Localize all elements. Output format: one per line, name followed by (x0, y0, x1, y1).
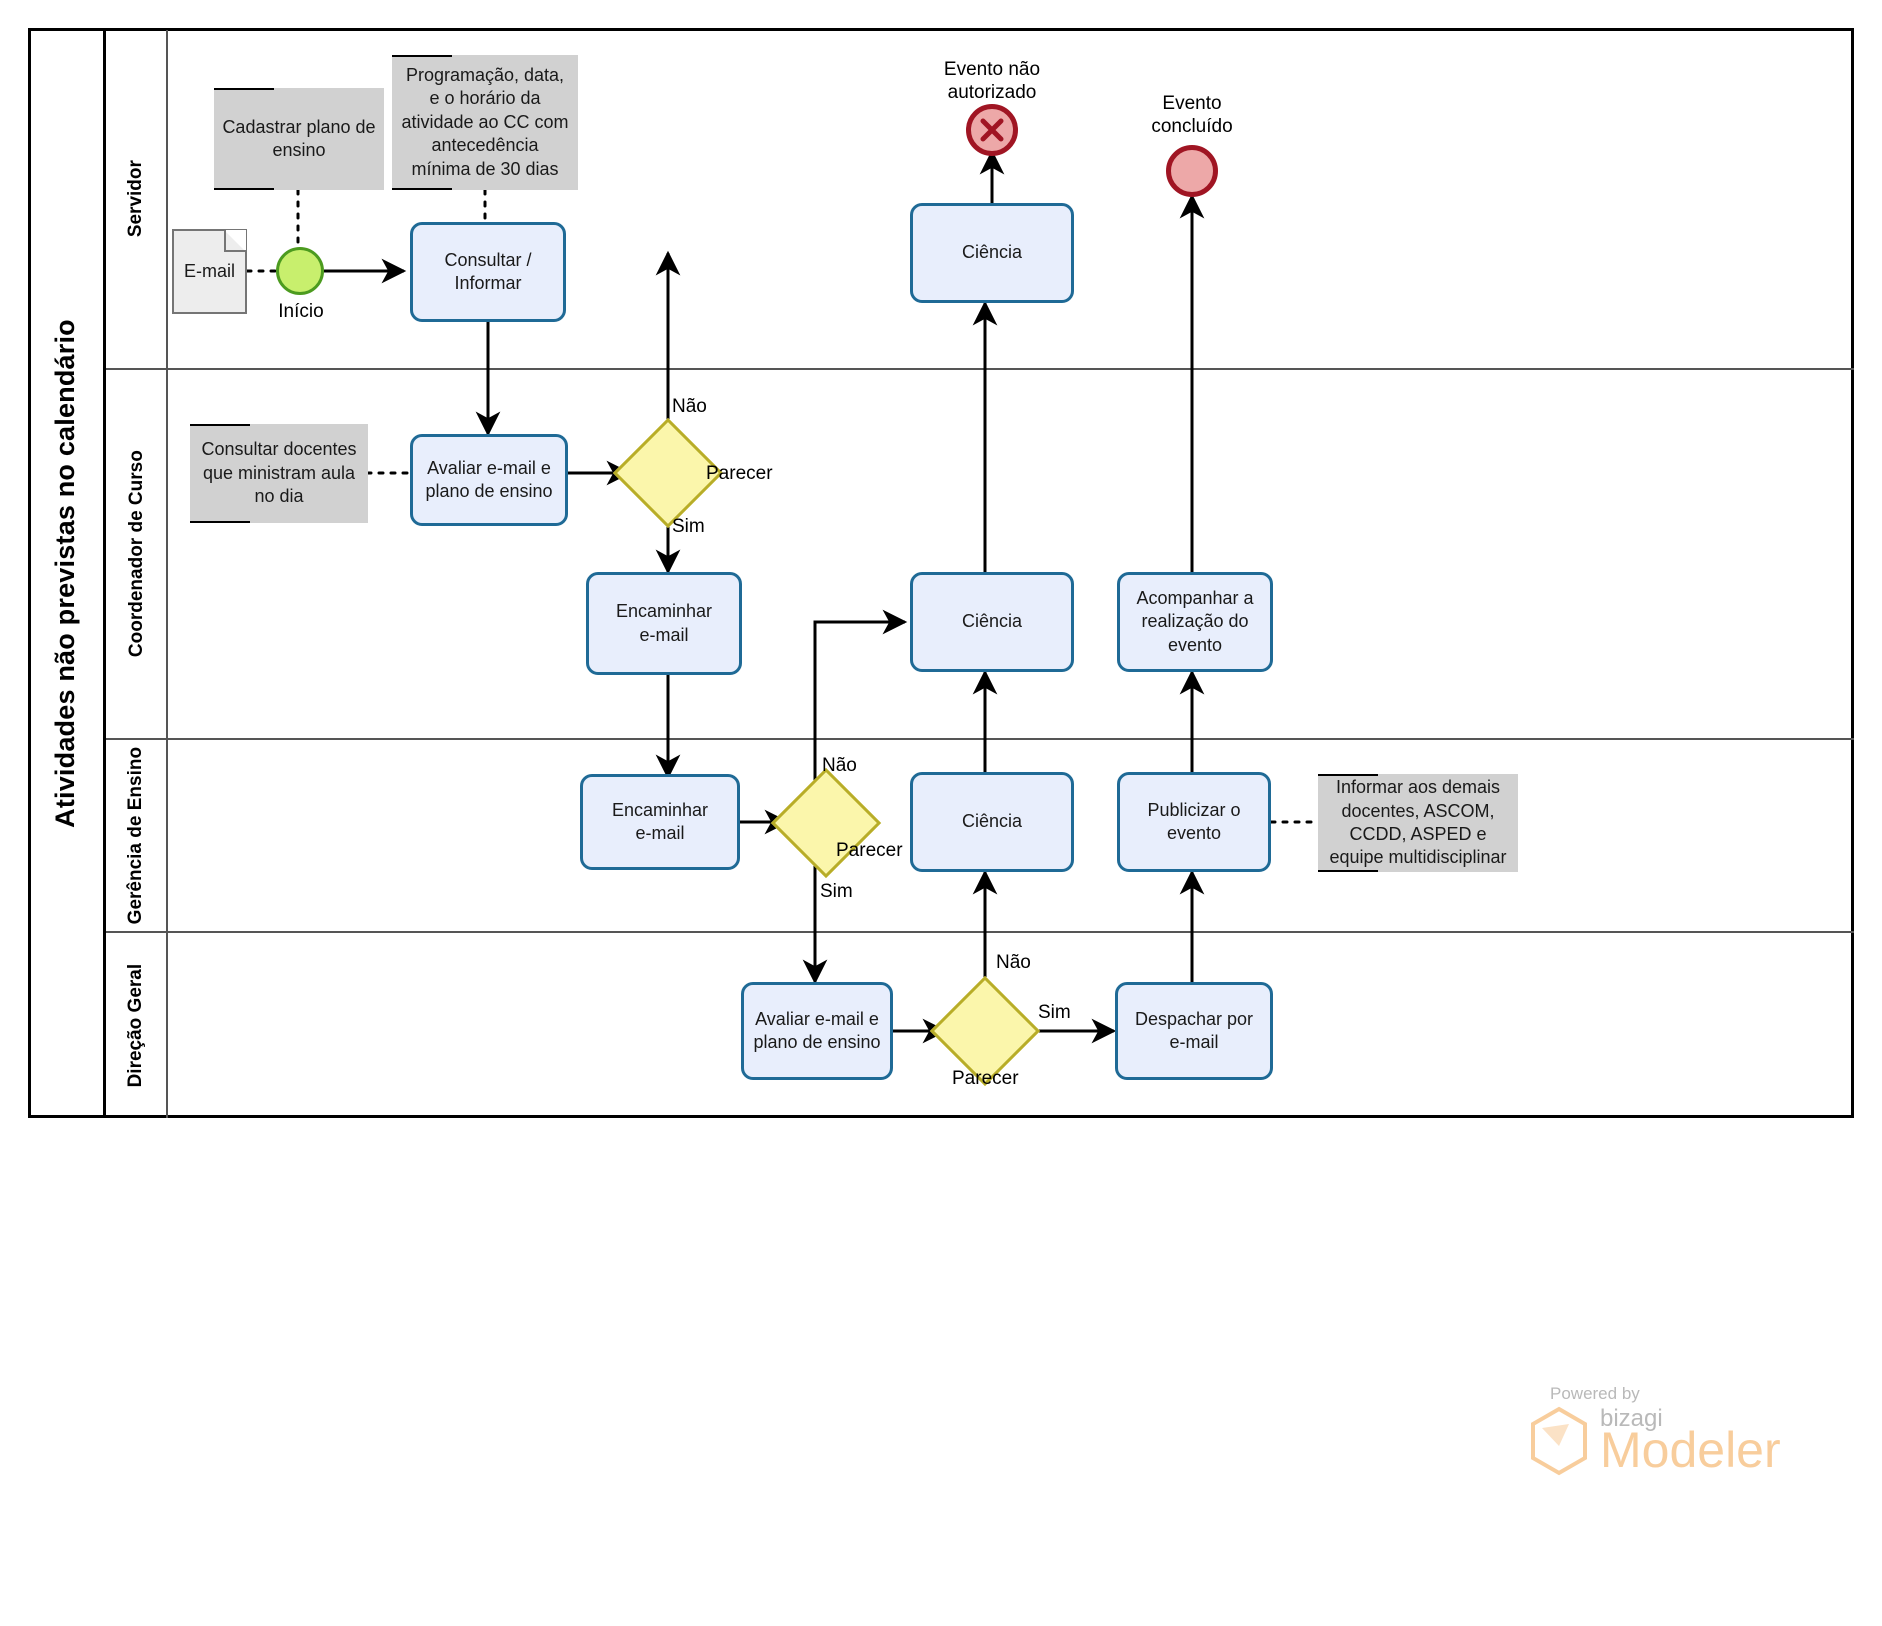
end-event-concluido-label: Evento concluído (1151, 93, 1233, 138)
task-ciencia-coordenador-label: Ciência (961, 611, 1023, 632)
bizagi-watermark: Powered by bizagi Modeler (1528, 1384, 1858, 1476)
flow-label-dir-nao: Não (996, 952, 1031, 973)
lane-coordenador-title: Coordenador de Curso (106, 370, 168, 738)
task-encaminhar-coordenador-label: Encaminhar e-mail (615, 601, 713, 645)
lane-servidor-title: Servidor (106, 30, 168, 368)
annotation-cadastrar-plano: Cadastrar plano de ensino (214, 88, 384, 190)
start-event-inicio-label: Início (278, 301, 324, 322)
task-encaminhar-gerencia[interactable]: Encaminhar e-mail (580, 774, 740, 870)
task-publicizar-evento-label: Publicizar o evento (1147, 799, 1241, 843)
flow-label-ger-sim: Sim (820, 881, 853, 902)
task-encaminhar-gerencia-label: Encaminhar e-mail (611, 799, 709, 843)
task-consultar-informar[interactable]: Consultar / Informar (410, 222, 566, 322)
lane-coordenador-label: Coordenador de Curso (125, 450, 147, 658)
task-avaliar-coordenador[interactable]: Avaliar e-mail e plano de ensino (410, 434, 568, 526)
task-consultar-informar-label: Consultar / Informar (444, 249, 532, 293)
start-event-inicio[interactable] (276, 247, 324, 295)
task-ciencia-servidor-label: Ciência (961, 242, 1023, 263)
data-object-fold-icon (224, 230, 246, 252)
pool-title-label: Atividades não previstas no calendário (50, 318, 81, 828)
powered-by-label: Powered by (1550, 1384, 1640, 1403)
task-avaliar-coordenador-label: Avaliar e-mail e plano de ensino (425, 457, 553, 501)
lane-direcao-title: Direção Geral (106, 933, 168, 1118)
bizagi-hexagon-logo-icon (1531, 1406, 1587, 1476)
task-ciencia-servidor[interactable]: Ciência (910, 203, 1074, 303)
annotation-consultar-docentes: Consultar docentes que ministram aula no… (190, 424, 368, 523)
gateway-parecer-gerencia-label: Parecer (836, 840, 903, 861)
lane-servidor-label: Servidor (125, 160, 147, 238)
task-publicizar-evento[interactable]: Publicizar o evento (1117, 772, 1271, 872)
task-acompanhar-evento-label: Acompanhar a realização do evento (1136, 588, 1254, 655)
annotation-cadastrar-plano-text: Cadastrar plano de ensino (222, 116, 376, 160)
lane-direcao-label: Direção Geral (125, 963, 147, 1088)
end-event-nao-autorizado-label: Evento não autorizado (943, 59, 1041, 104)
bizagi-brand-label: bizagi (1600, 1405, 1663, 1432)
task-ciencia-gerencia[interactable]: Ciência (910, 772, 1074, 872)
end-event-nao-autorizado[interactable] (966, 104, 1018, 156)
data-object-email: E-mail (172, 229, 247, 314)
flow-label-coord-nao: Não (672, 396, 707, 417)
task-despachar-email[interactable]: Despachar por e-mail (1115, 982, 1273, 1080)
lane-gerencia-label: Gerência de Ensino (125, 746, 147, 925)
annotation-programacao: Programação, data, e o horário da ativid… (392, 55, 578, 190)
annotation-informar-demais: Informar aos demais docentes, ASCOM, CCD… (1318, 774, 1518, 872)
data-object-email-label: E-mail (183, 261, 235, 281)
task-despachar-email-label: Despachar por e-mail (1134, 1008, 1254, 1052)
lane-direcao: Direção Geral (106, 933, 1854, 1118)
lane-gerencia: Gerência de Ensino (106, 740, 1854, 933)
task-ciencia-gerencia-label: Ciência (961, 811, 1023, 832)
pool-title: Atividades não previstas no calendário (28, 28, 106, 1118)
flow-label-dir-sim: Sim (1038, 1002, 1071, 1023)
flow-label-ger-nao: Não (822, 755, 857, 776)
task-avaliar-direcao[interactable]: Avaliar e-mail e plano de ensino (741, 982, 893, 1080)
lane-gerencia-title: Gerência de Ensino (106, 740, 168, 931)
gateway-parecer-direcao-label: Parecer (952, 1068, 1019, 1089)
task-ciencia-coordenador[interactable]: Ciência (910, 572, 1074, 672)
flow-label-coord-sim: Sim (672, 516, 705, 537)
data-object-fold-edge-icon (224, 230, 246, 252)
gateway-parecer-coordenador-label: Parecer (706, 463, 773, 484)
bizagi-product-label: Modeler (1600, 1422, 1781, 1478)
task-encaminhar-coordenador[interactable]: Encaminhar e-mail (586, 572, 742, 675)
lane-servidor: Servidor (106, 30, 1854, 370)
annotation-consultar-docentes-text: Consultar docentes que ministram aula no… (201, 439, 357, 507)
annotation-informar-demais-text: Informar aos demais docentes, ASCOM, CCD… (1329, 777, 1507, 868)
annotation-programacao-text: Programação, data, e o horário da ativid… (401, 65, 569, 179)
cancel-x-icon (980, 118, 1004, 142)
task-avaliar-direcao-label: Avaliar e-mail e plano de ensino (753, 1008, 881, 1052)
end-event-concluido[interactable] (1166, 145, 1218, 197)
task-acompanhar-evento[interactable]: Acompanhar a realização do evento (1117, 572, 1273, 672)
lane-coordenador: Coordenador de Curso (106, 370, 1854, 740)
